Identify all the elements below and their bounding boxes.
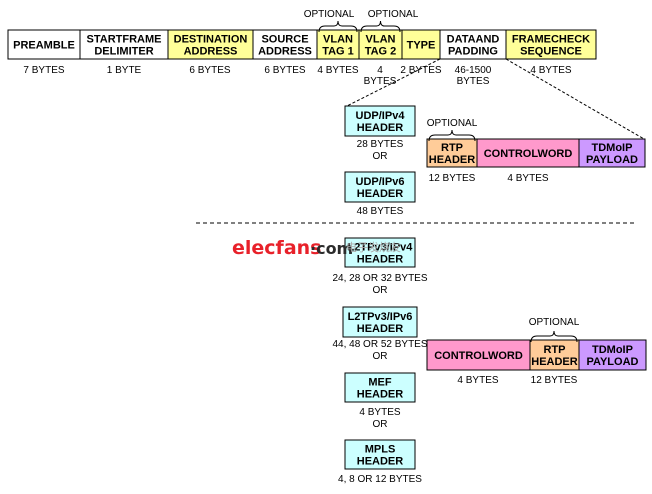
type-field: [401, 29, 441, 60]
tdmoip-payload-upper-label: TDMoIP: [592, 142, 633, 154]
data-and-padding-field-label: PADDING: [448, 46, 498, 58]
optional-label-rtp-upper: OPTIONAL: [427, 118, 478, 129]
tdmoip-payload-lower-label: TDMoIP: [592, 344, 633, 356]
destination-address-field-label: ADDRESS: [184, 46, 238, 58]
tdmoip-payload-upper-label: PAYLOAD: [586, 154, 638, 166]
vlan-tag-2-field-label: TAG 2: [365, 46, 397, 58]
frame-check-sequence-field: [505, 29, 597, 60]
rtp-size-lower: 12 BYTES: [531, 375, 578, 386]
optional-label-vlan2: OPTIONAL: [368, 9, 419, 20]
vlan-tag-2-field-label: VLAN: [366, 34, 396, 46]
mpls-size: 4, 8 OR 12 BYTES: [338, 474, 422, 485]
udp-ipv4-header-label: HEADER: [357, 122, 404, 134]
or-l2tp-1: OR: [373, 285, 388, 296]
l2tpv3-ipv4-header-label: HEADER: [357, 254, 404, 266]
destination-address-field: [167, 29, 254, 60]
frame-check-sequence-field-label: SEQUENCE: [520, 46, 582, 58]
mpls-header: [344, 439, 416, 470]
mef-header: [344, 372, 416, 403]
or-l2tp-2: OR: [373, 351, 388, 362]
startframe-delimiter-field: [79, 29, 169, 60]
destination-size: 6 BYTES: [189, 65, 230, 76]
vlan-tag-1-field-label: VLAN: [323, 34, 353, 46]
preamble-field: [7, 29, 81, 60]
mef-header-label: MEF: [368, 377, 392, 389]
type-field-label: TYPE: [407, 40, 436, 52]
vlan2-size: 4: [377, 65, 383, 76]
mpls-header-label: MPLS: [365, 444, 396, 456]
startframe-size: 1 BYTE: [107, 65, 142, 76]
controlword-upper-label: CONTROLWORD: [484, 148, 573, 160]
controlword-lower-label: CONTROLWORD: [434, 350, 523, 362]
type-size: 2 BYTES: [400, 65, 441, 76]
l2tpv3-ipv4-size: 24, 28 OR 32 BYTES: [332, 273, 427, 284]
or-udp: OR: [373, 151, 388, 162]
optional-brace-rtp-lower: [530, 330, 578, 343]
rtp-size-upper: 12 BYTES: [429, 173, 476, 184]
data-and-padding-field-label: DATAAND: [447, 34, 500, 46]
expansion-line-left: [344, 58, 441, 108]
controlword-size-lower: 4 BYTES: [457, 375, 498, 386]
tdmoip-payload-lower-label: PAYLOAD: [587, 356, 639, 368]
udp-ipv6-header-label: UDP/IPv6: [356, 176, 405, 188]
mpls-header-label: HEADER: [357, 456, 404, 468]
controlword-upper: [476, 138, 580, 168]
destination-address-field-label: DESTINATION: [174, 34, 248, 46]
fcs-size: 4 BYTES: [530, 65, 571, 76]
rtp-header-lower-label: HEADER: [531, 356, 578, 368]
or-l2tp-3: OR: [373, 419, 388, 430]
data-size: BYTES: [457, 76, 490, 87]
l2tpv3-ipv4-header-label: L2TPv3/IPv4: [348, 242, 414, 254]
startframe-delimiter-field-label: DELIMITER: [94, 46, 153, 58]
elecfans-logo-suffix: ·com: [310, 239, 353, 258]
vlan2-size: BYTES: [364, 76, 397, 87]
l2tpv3-ipv6-size: 44, 48 OR 52 BYTES: [332, 339, 427, 350]
udp-ipv6-size: 48 BYTES: [357, 206, 404, 217]
optional-brace-vlan2: [360, 20, 401, 33]
frame-check-sequence-field-label: FRAMECHECK: [512, 34, 590, 46]
mef-header-label: HEADER: [357, 389, 404, 401]
mef-size: 4 BYTES: [359, 407, 400, 418]
optional-label-rtp-lower: OPTIONAL: [529, 317, 580, 328]
vlan-tag-2-field: [358, 29, 403, 60]
l2tpv3-ipv6-header-label: L2TPv3/IPv6: [348, 311, 413, 323]
l2tpv3-ipv6-header-label: HEADER: [357, 323, 404, 335]
udp-ipv6-header: [344, 171, 416, 203]
startframe-delimiter-field-label: STARTFRAME: [87, 34, 162, 46]
preamble-field-label: PREAMBLE: [13, 40, 75, 52]
rtp-header-upper-label: HEADER: [429, 154, 476, 166]
l2tpv3-ipv6-header: [342, 306, 418, 338]
source-size: 6 BYTES: [264, 65, 305, 76]
l2tpv3-ipv4-header: [344, 237, 416, 268]
elecfans-logo: elecfans: [232, 237, 321, 259]
vlan-tag-1-field-label: TAG 1: [322, 46, 354, 58]
vlan-tag-1-field: [316, 29, 360, 60]
preamble-size: 7 BYTES: [23, 65, 64, 76]
rtp-header-lower-label: RTP: [544, 344, 566, 356]
elecfans-subtitle: 电子发烧友: [346, 240, 401, 254]
source-address-field-label: ADDRESS: [258, 46, 312, 58]
data-and-padding-field: [439, 29, 507, 60]
optional-label-vlan1: OPTIONAL: [304, 9, 355, 20]
tdmoip-payload-lower: [578, 339, 647, 371]
udp-ipv4-header-label: UDP/IPv4: [356, 110, 406, 122]
tdmoip-payload-upper: [578, 138, 646, 168]
controlword-size-upper: 4 BYTES: [507, 173, 548, 184]
optional-brace-vlan1: [318, 20, 358, 33]
optional-brace-rtp-upper: [428, 129, 476, 142]
udp-ipv4-size: 28 BYTES: [357, 139, 404, 150]
data-size: 46-1500: [455, 65, 492, 76]
expansion-line-right: [505, 58, 645, 140]
udp-ipv6-header-label: HEADER: [357, 188, 404, 200]
udp-ipv4-header: [344, 105, 416, 137]
source-address-field-label: SOURCE: [261, 34, 308, 46]
rtp-header-upper-label: RTP: [441, 142, 463, 154]
vlan1-size: 4 BYTES: [317, 65, 358, 76]
